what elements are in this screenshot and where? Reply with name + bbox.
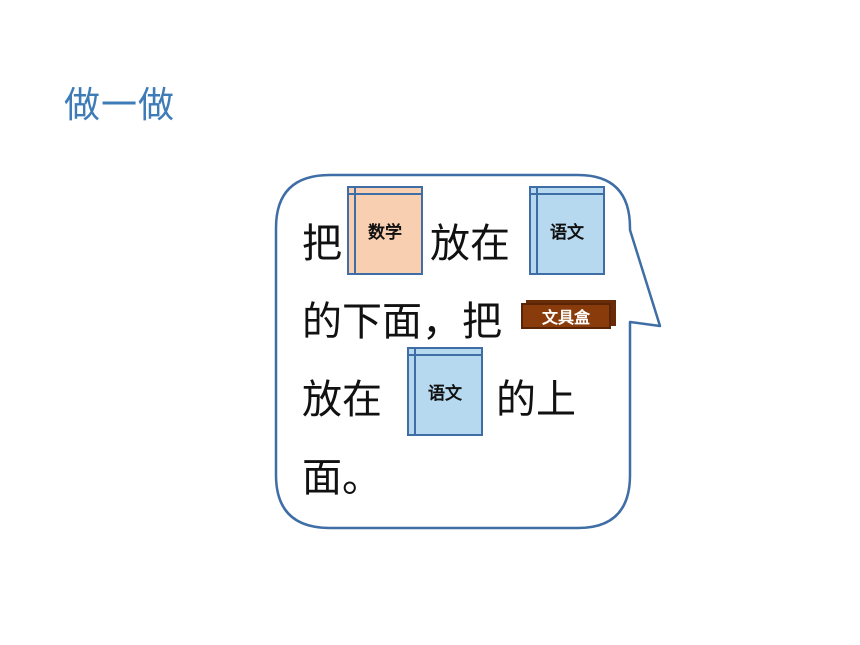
pencil-box-label: 文具盒 [541,308,590,327]
chinese-book-top-label: 语文 [550,223,584,243]
word-fangzai-2: 放在 [302,377,382,423]
word-de-shang: 的上 [496,377,576,423]
chinese-book-top: 语文 [529,186,605,275]
word-ba: 把 [302,221,342,267]
word-fangzai-1: 放在 [430,221,510,267]
math-book: 数学 [347,186,423,275]
math-book-label: 数学 [368,223,402,243]
pencil-box: 文具盒 [521,303,611,329]
chinese-book-bottom: 语文 [407,347,483,436]
word-mian: 面。 [302,455,382,501]
word-de-xiamian: 的下面，把 [302,299,502,345]
chinese-book-bottom-label: 语文 [428,384,462,404]
page-title: 做一做 [64,85,176,126]
